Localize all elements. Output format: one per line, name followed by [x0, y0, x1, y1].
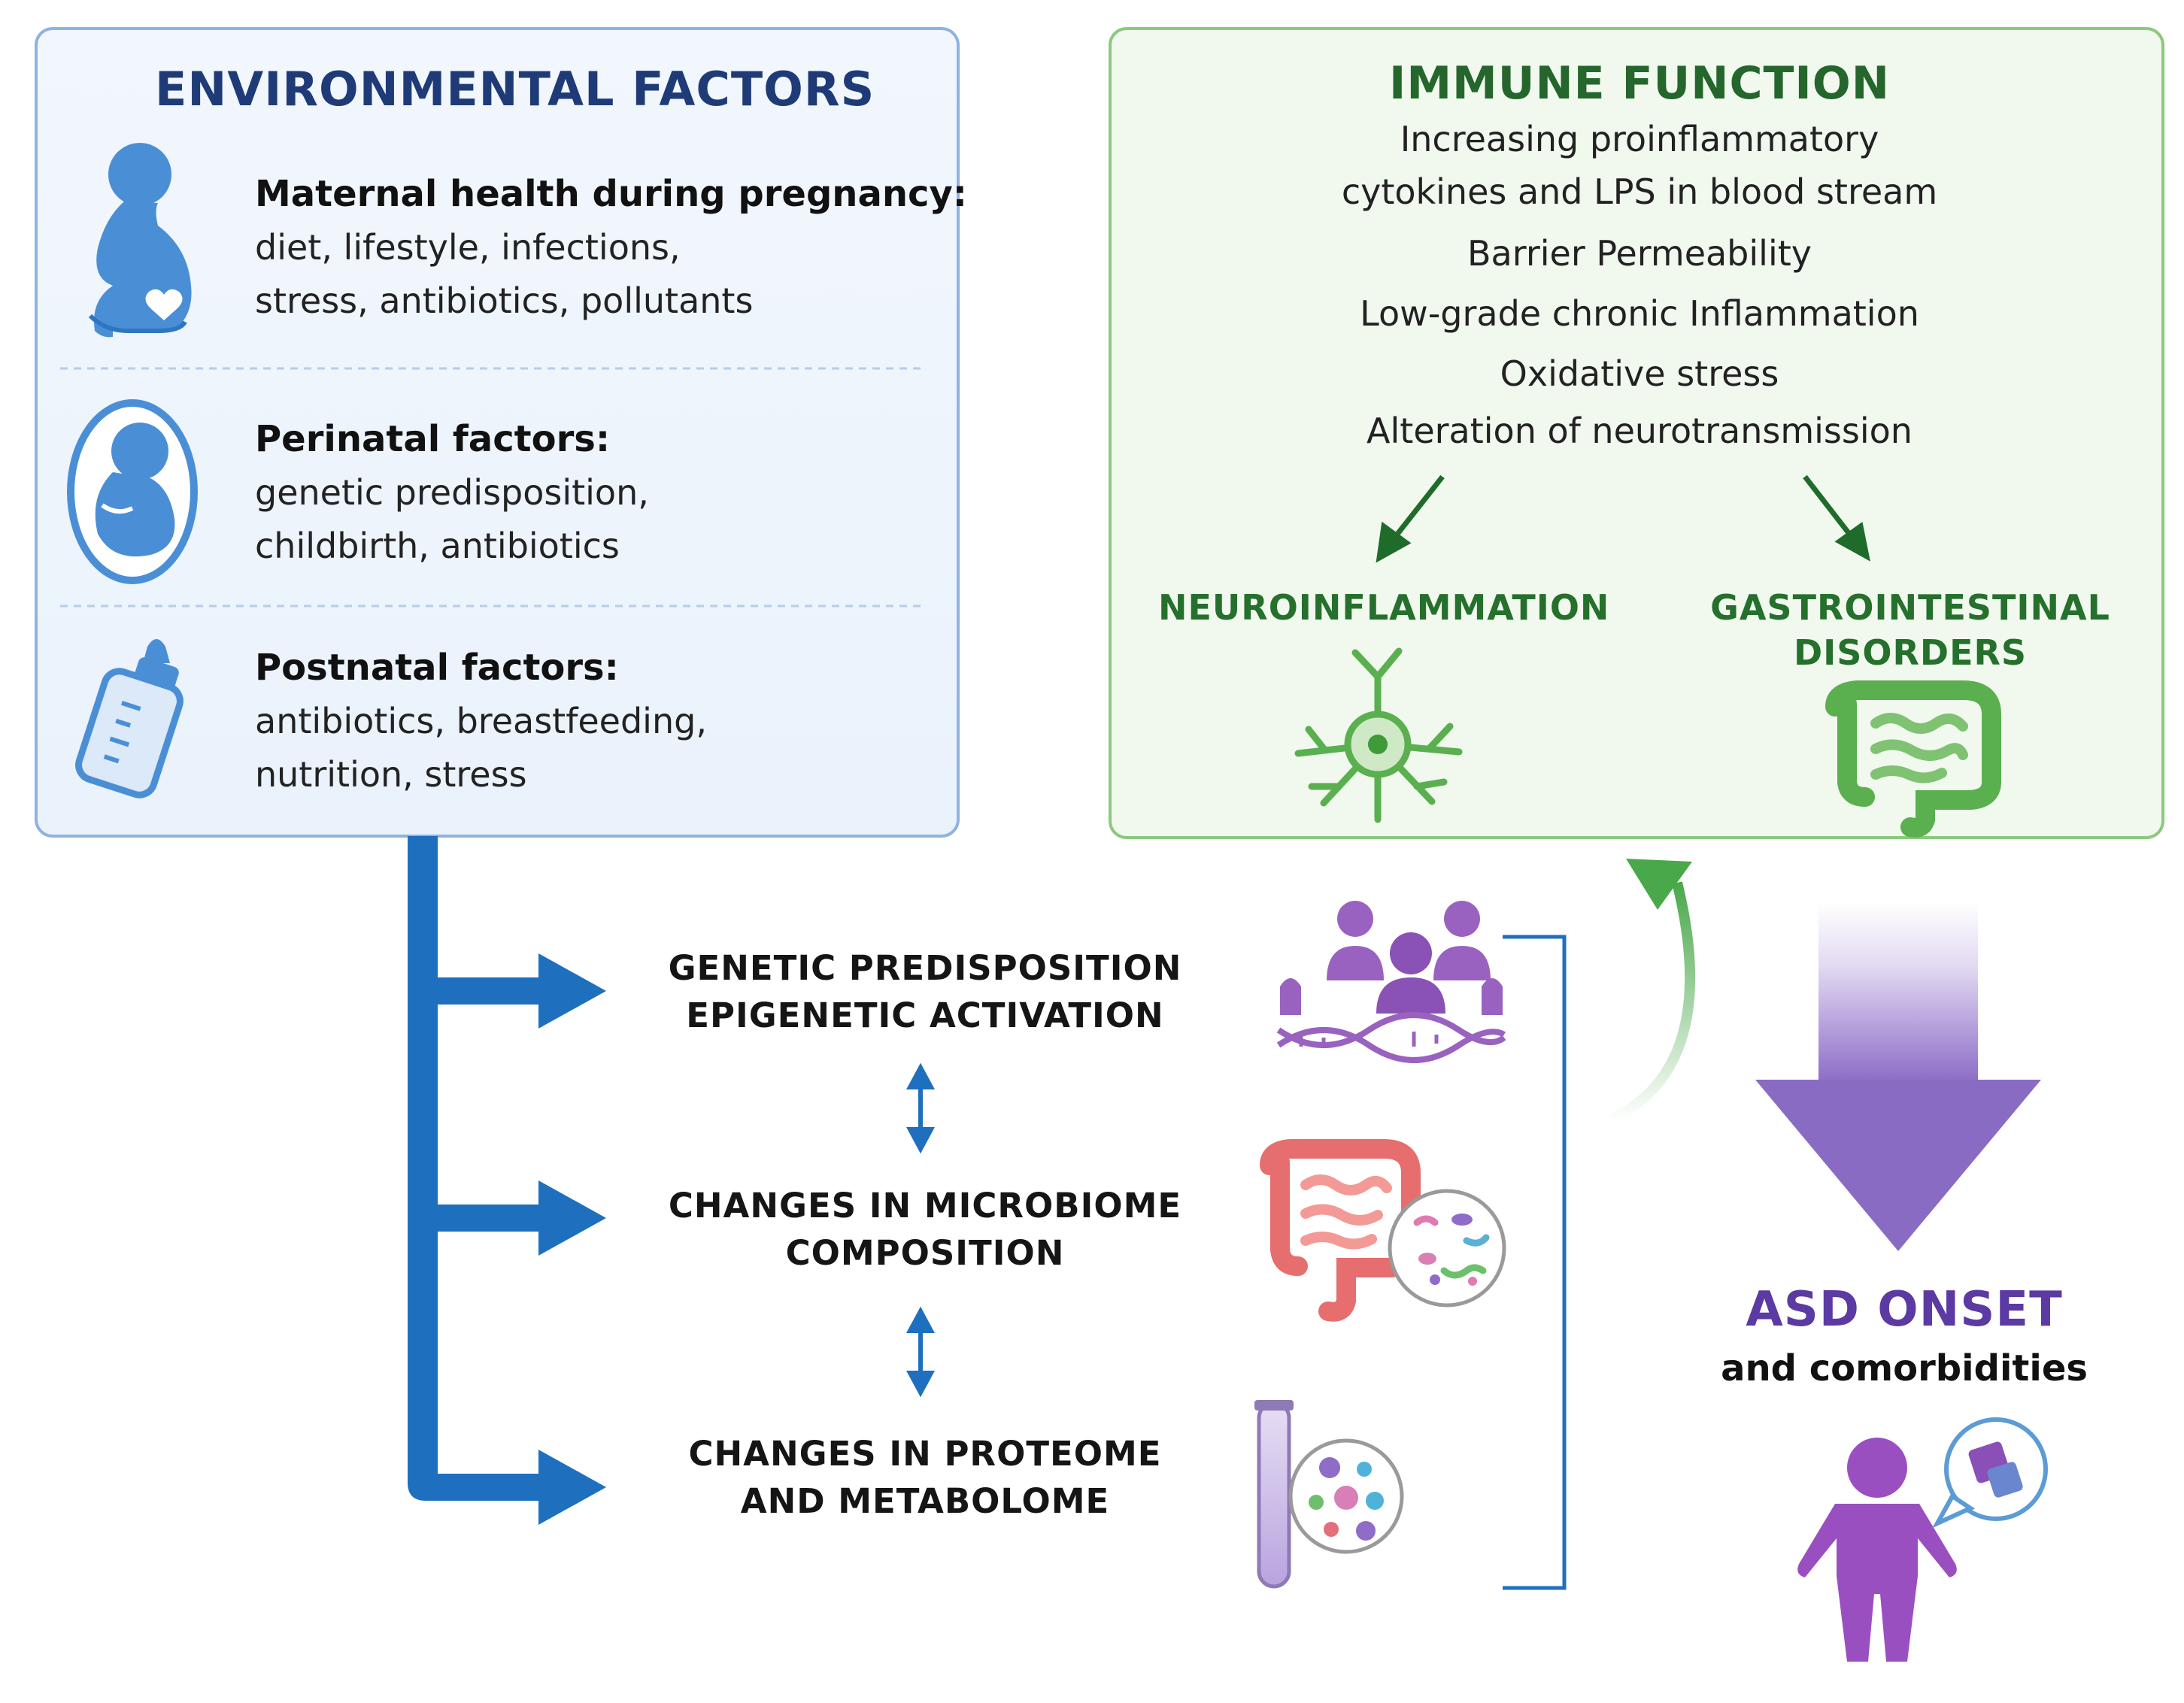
people-dna-icon: [1276, 901, 1506, 1063]
perinatal-line-2: childbirth, antibiotics: [255, 526, 620, 566]
maternal-line-2: stress, antibiotics, pollutants: [255, 280, 754, 321]
pregnant-woman-icon: [88, 143, 192, 338]
fetus-icon: [67, 399, 198, 584]
perinatal-line-1: genetic predisposition,: [255, 472, 649, 513]
environment-connector: [408, 836, 606, 1525]
asd-arrow: [1755, 902, 2041, 1251]
test-tube-molecules-icon: [1254, 1400, 1404, 1589]
baby-bottle-icon: [75, 639, 184, 798]
neuron-icon: [1294, 647, 1463, 823]
postnatal-line-1: antibiotics, breastfeeding,: [255, 701, 707, 741]
environmental-title: ENVIRONMENTAL FACTORS: [155, 62, 875, 117]
double-arrow: [905, 1306, 936, 1398]
maternal-line-1: diet, lifestyle, infections,: [255, 227, 681, 268]
child-puzzle-icon: [1797, 1417, 2048, 1662]
immune-panel: [1109, 27, 2164, 839]
proteome-line-2: AND METABOLOME: [740, 1481, 1110, 1521]
bracket: [1503, 935, 1567, 1590]
feedback-arrowhead: [1626, 859, 1692, 910]
asd-subtitle: and comorbidities: [1721, 1347, 2088, 1389]
genetic-line-2: EPIGENETIC ACTIVATION: [686, 995, 1164, 1035]
microbiome-line-2: COMPOSITION: [785, 1233, 1065, 1273]
postnatal-line-2: nutrition, stress: [255, 754, 527, 795]
perinatal-heading: Perinatal factors:: [255, 418, 611, 460]
double-arrow: [905, 1062, 936, 1154]
gi-label-line-2: DISORDERS: [1793, 632, 2028, 673]
immune-line-4: Low-grade chronic Inflammation: [1360, 293, 1919, 334]
microbiome-line-1: CHANGES IN MICROBIOME: [668, 1186, 1182, 1226]
arrow-to-neuroinflammation: [1376, 474, 1445, 563]
genetic-line-1: GENETIC PREDISPOSITION: [668, 948, 1182, 988]
immune-title: IMMUNE FUNCTION: [1389, 57, 1890, 110]
proteome-line-1: CHANGES IN PROTEOME: [688, 1434, 1162, 1474]
environmental-panel: [35, 27, 960, 838]
intestine-icon: [1825, 680, 2001, 838]
arrow-to-gi-disorders: [1803, 474, 1870, 562]
neuroinflammation-label: NEUROINFLAMMATION: [1158, 587, 1610, 628]
feedback-arrow: [1607, 859, 1696, 1126]
immune-line-5: Oxidative stress: [1500, 353, 1779, 394]
asd-title: ASD ONSET: [1746, 1282, 2063, 1338]
intestine-microbes-icon: [1260, 1139, 1506, 1322]
immune-line-2: cytokines and LPS in blood stream: [1341, 171, 1938, 212]
immune-line-1: Increasing proinflammatory: [1400, 119, 1879, 159]
gi-label-line-1: GASTROINTESTINAL: [1710, 587, 2110, 628]
postnatal-heading: Postnatal factors:: [255, 647, 619, 689]
immune-line-6: Alteration of neurotransmission: [1367, 411, 1913, 451]
immune-line-3: Barrier Permeability: [1467, 233, 1812, 274]
maternal-heading: Maternal health during pregnancy:: [255, 173, 967, 215]
